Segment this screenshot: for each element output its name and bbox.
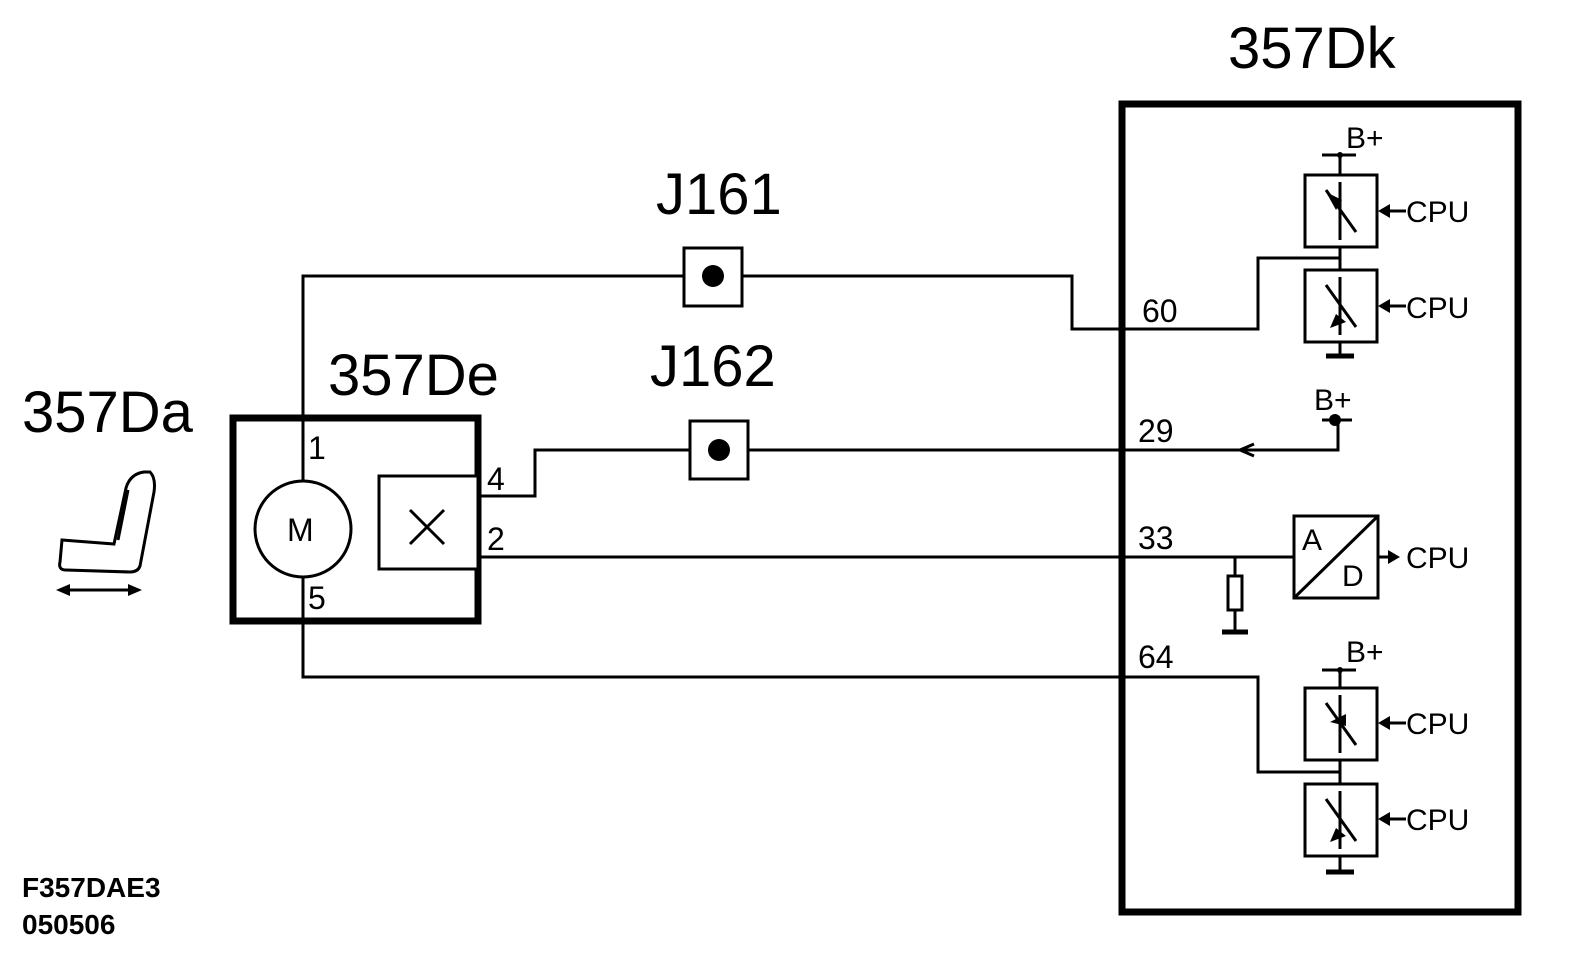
pin-2-label: 2 (487, 521, 505, 557)
figure-code: F357DAE3 (22, 872, 161, 903)
figure-date: 050506 (22, 909, 115, 940)
pin-33-label: 33 (1138, 520, 1174, 556)
supply-b-plus-label-2: B+ (1314, 384, 1352, 417)
cpu-label-3: CPU (1406, 542, 1469, 575)
pin29-pullup (1322, 414, 1352, 426)
junction-j162 (688, 419, 750, 481)
pin-29-label: 29 (1138, 413, 1174, 449)
wire-pin5-to-64 (301, 568, 1340, 774)
junction-j161 (682, 246, 744, 308)
double-arrow-icon (56, 584, 142, 596)
seat-357da-title: 357Da (22, 380, 194, 445)
motor-label: M (287, 512, 314, 548)
supply-b-plus-label-1: B+ (1346, 122, 1384, 155)
pin-1-label: 1 (308, 430, 326, 466)
junction-j161-label: J161 (656, 162, 782, 227)
pin-64-label: 64 (1138, 639, 1174, 675)
cpu-label-5: CPU (1406, 804, 1469, 837)
wire-pin4-to-29 (478, 422, 1340, 498)
pin-5-label: 5 (308, 580, 326, 616)
adc-a-label: A (1302, 524, 1322, 557)
arrow-29-icon (1236, 442, 1255, 458)
pin-60-label: 60 (1142, 293, 1178, 329)
module-357de-title: 357De (328, 343, 499, 408)
cpu-label-4: CPU (1406, 708, 1469, 741)
pin-4-label: 4 (487, 461, 505, 497)
module-357dk-title: 357Dk (1228, 16, 1397, 81)
supply-b-plus-label-3: B+ (1346, 636, 1384, 669)
cpu-label-1: CPU (1406, 196, 1469, 229)
motor-symbol (253, 479, 353, 579)
adc-converter (1222, 514, 1400, 635)
lower-driver-pair (1303, 667, 1406, 875)
adc-d-label: D (1342, 560, 1364, 593)
position-sensor-box (377, 474, 480, 571)
junction-j162-label: J162 (650, 334, 776, 399)
cross-icon (408, 508, 446, 546)
wire-pin1-to-60 (301, 256, 1340, 490)
module-357dk-box (1118, 100, 1522, 916)
cpu-label-2: CPU (1406, 292, 1469, 325)
seat-icon (58, 470, 156, 574)
upper-driver-pair (1303, 152, 1406, 359)
